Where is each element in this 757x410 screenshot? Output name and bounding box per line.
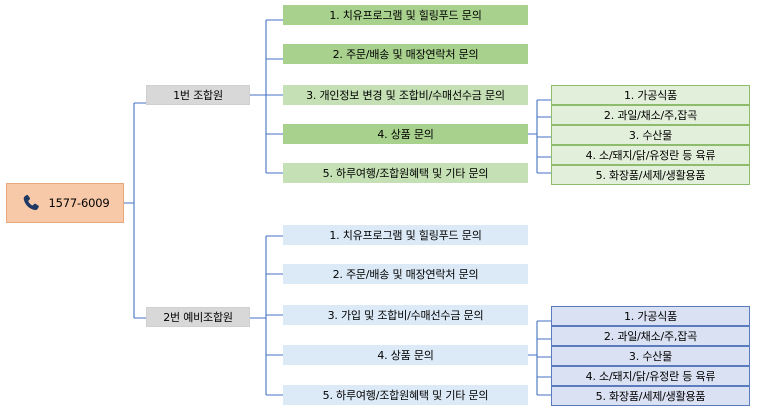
phone-number: 1577-6009: [48, 196, 110, 210]
prospective-inquiry-travel: 5. 하루여행/조합원혜택 및 기타 문의: [283, 385, 528, 405]
member-product-cosmetics: 5. 화장품/세제/생활용품: [551, 165, 750, 185]
prospective-product-fruit-veg: 2. 과일/채소/주,잡곡: [551, 326, 750, 346]
member-product-meat: 4. 소/돼지/닭/유정란 등 육류: [551, 145, 750, 165]
member-inquiry-product: 4. 상품 문의: [283, 124, 528, 144]
member-inquiry-travel: 5. 하루여행/조합원혜택 및 기타 문의: [283, 163, 528, 183]
member-inquiry-healing: 1. 치유프로그램 및 힐링푸드 문의: [283, 5, 528, 25]
prospective-inquiry-healing: 1. 치유프로그램 및 힐링푸드 문의: [283, 225, 528, 245]
prospective-product-cosmetics: 5. 화장품/세제/생활용품: [551, 386, 750, 406]
phone-number-box: 1577-6009: [6, 183, 124, 223]
prospective-product-meat: 4. 소/돼지/닭/유정란 등 육류: [551, 366, 750, 386]
prospective-inquiry-order: 2. 주문/배송 및 매장연락처 문의: [283, 264, 528, 284]
prospective-inquiry-product: 4. 상품 문의: [283, 345, 528, 365]
group-member-label: 1번 조합원: [146, 85, 250, 105]
member-inquiry-order: 2. 주문/배송 및 매장연락처 문의: [283, 44, 528, 64]
member-product-seafood: 3. 수산물: [551, 125, 750, 145]
member-product-processed-food: 1. 가공식품: [551, 85, 750, 105]
group-prospective-label: 2번 예비조합원: [146, 307, 250, 327]
phone-icon: [23, 194, 39, 211]
member-inquiry-personal-info: 3. 개인정보 변경 및 조합비/수매선수금 문의: [283, 85, 528, 105]
member-product-fruit-veg: 2. 과일/채소/주,잡곡: [551, 105, 750, 125]
prospective-product-processed-food: 1. 가공식품: [551, 306, 750, 326]
prospective-product-seafood: 3. 수산물: [551, 346, 750, 366]
prospective-inquiry-join: 3. 가입 및 조합비/수매선수금 문의: [283, 305, 528, 325]
